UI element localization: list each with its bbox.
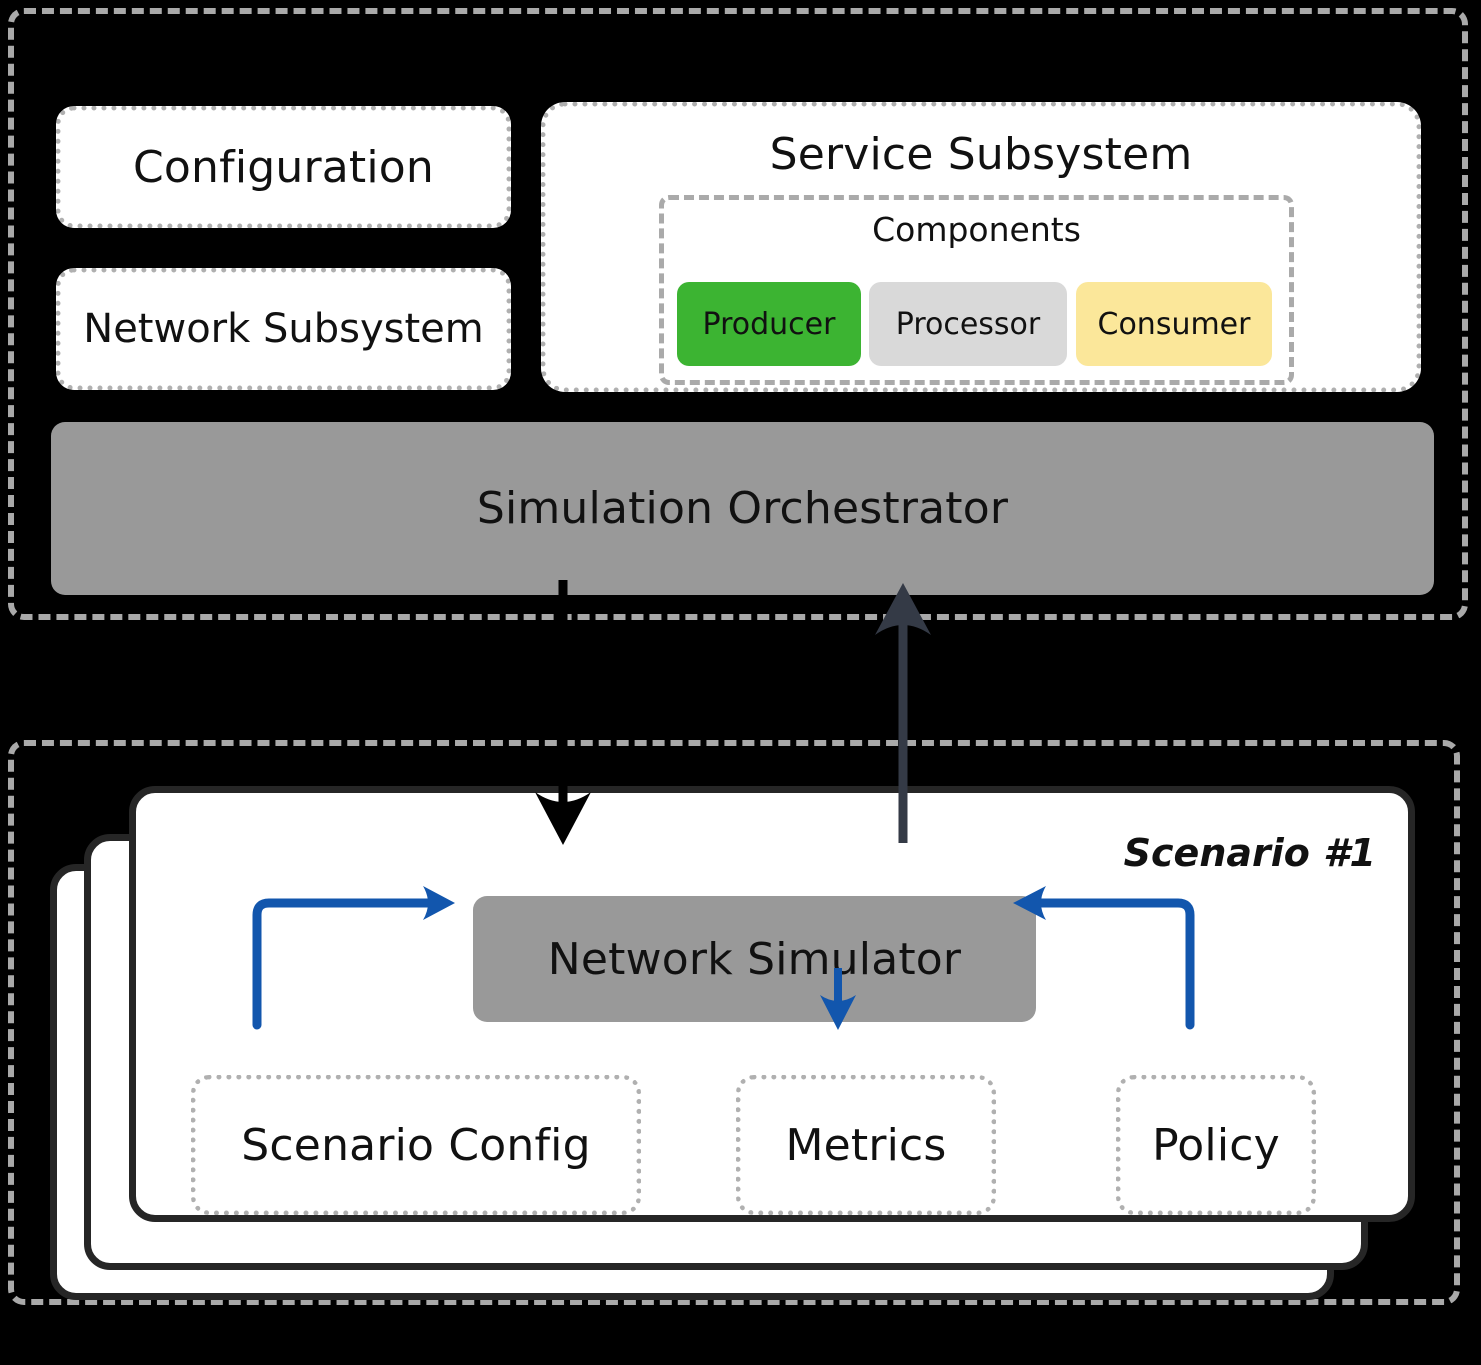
components-title: Components (872, 210, 1081, 249)
network-subsystem-box[interactable]: Network Subsystem (56, 268, 511, 390)
configuration-label: Configuration (133, 141, 434, 193)
network-subsystem-label: Network Subsystem (83, 306, 484, 352)
component-chip-producer[interactable]: Producer (677, 282, 861, 366)
service-subsystem-title: Service Subsystem (769, 129, 1193, 180)
policy-box[interactable]: Policy (1116, 1075, 1316, 1215)
scenario-system-container: Scenario #1 Network Simulator Scenario C… (8, 740, 1460, 1305)
component-chip-consumer-label: Consumer (1097, 306, 1251, 342)
component-chip-consumer[interactable]: Consumer (1076, 282, 1272, 366)
metrics-label: Metrics (785, 1119, 947, 1171)
metrics-box[interactable]: Metrics (736, 1075, 996, 1215)
components-group: Components Producer Processor Consumer (659, 195, 1294, 385)
component-chip-processor-label: Processor (895, 306, 1041, 342)
network-simulator-label: Network Simulator (547, 933, 962, 985)
service-subsystem-box[interactable]: Service Subsystem Components Producer Pr… (541, 102, 1421, 392)
scenario-config-label: Scenario Config (241, 1119, 591, 1171)
simulation-orchestrator-box[interactable]: Simulation Orchestrator (51, 422, 1434, 595)
top-system-container: Configuration Network Subsystem Service … (8, 8, 1468, 620)
network-simulator-box[interactable]: Network Simulator (473, 896, 1036, 1022)
component-chip-processor[interactable]: Processor (869, 282, 1067, 366)
scenario-config-box[interactable]: Scenario Config (191, 1075, 641, 1215)
component-chip-producer-label: Producer (702, 306, 836, 342)
simulation-orchestrator-label: Simulation Orchestrator (476, 483, 1009, 534)
scenario-title: Scenario #1 (1123, 831, 1376, 875)
configuration-box[interactable]: Configuration (56, 106, 511, 228)
scenario-card-front[interactable]: Scenario #1 Network Simulator Scenario C… (129, 786, 1415, 1222)
policy-label: Policy (1152, 1119, 1280, 1171)
